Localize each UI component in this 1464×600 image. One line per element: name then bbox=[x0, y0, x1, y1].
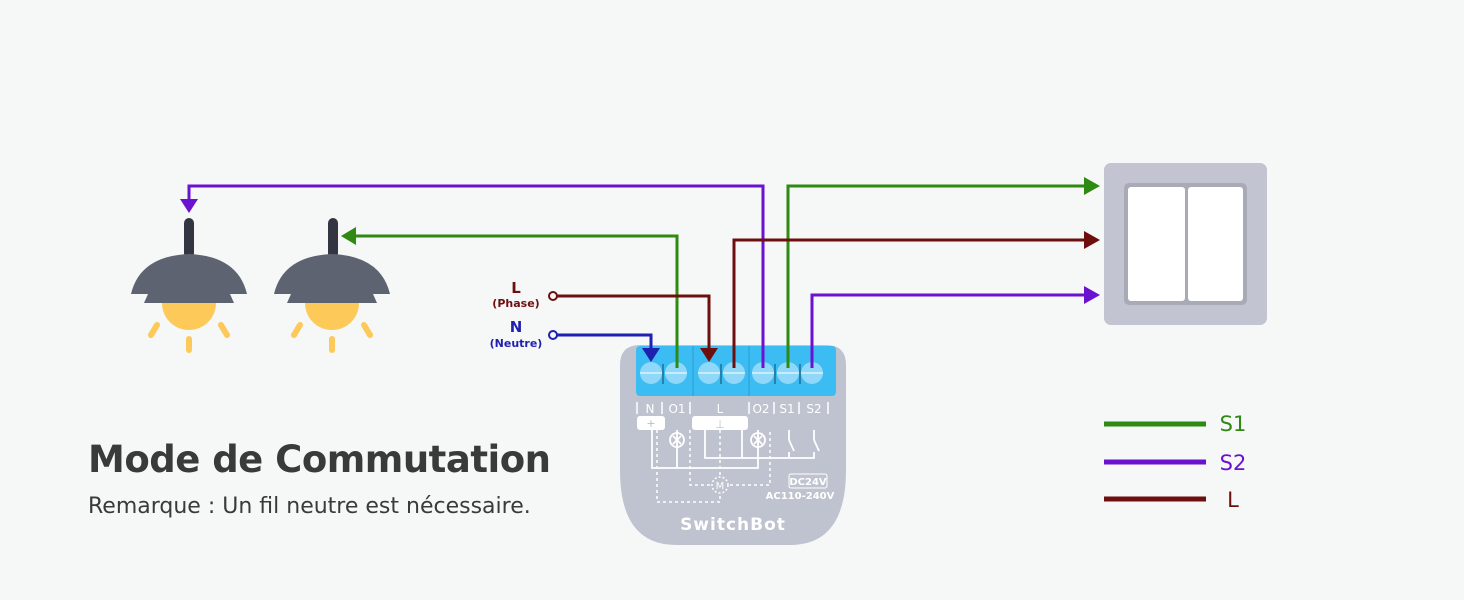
neutral-terminal-icon bbox=[548, 330, 558, 340]
internal-schematic bbox=[651, 430, 820, 469]
lamp-2-rays bbox=[291, 322, 373, 353]
legend-label-l: L bbox=[1227, 488, 1239, 512]
lamp-1-cord bbox=[184, 218, 194, 258]
switch-rocker-right bbox=[1188, 187, 1243, 301]
wire-s2-to-switch bbox=[810, 293, 1086, 368]
wire-neutral-input bbox=[557, 333, 653, 350]
terminal-label-o1: O1 bbox=[668, 402, 685, 416]
lamp-1-rays bbox=[148, 322, 230, 353]
arrow-switch-s1-icon bbox=[1084, 177, 1100, 195]
wire-phase-input bbox=[557, 294, 711, 350]
arrow-switch-l-icon bbox=[1084, 231, 1100, 249]
ac-label: AC110-240V bbox=[766, 491, 835, 502]
arrow-switch-s2-icon bbox=[1084, 286, 1100, 304]
lamp-1-bulb bbox=[162, 303, 216, 330]
arrow-lamp-1-icon bbox=[180, 199, 198, 213]
terminal-label-s1: S1 bbox=[779, 402, 794, 416]
legend: S1 S2 L bbox=[1104, 412, 1246, 512]
note-text: Remarque : Un fil neutre est nécessaire. bbox=[88, 494, 531, 519]
terminal-label-n: N bbox=[646, 402, 655, 416]
wire-o1-to-lamp-2 bbox=[355, 234, 679, 368]
lamp-1-shade bbox=[131, 254, 247, 303]
lamp-2-bulb bbox=[305, 303, 359, 330]
terminal-label-o2: O2 bbox=[752, 402, 769, 416]
lamp-2-cord bbox=[328, 218, 338, 258]
ground-symbol: ⊥ bbox=[715, 418, 725, 431]
dc-label: DC24V bbox=[789, 477, 827, 488]
phase-label: (Phase) bbox=[492, 297, 539, 310]
lamp-2 bbox=[274, 218, 390, 353]
neutral-label: (Neutre) bbox=[490, 337, 543, 350]
lamp-2-shade bbox=[274, 254, 390, 303]
arrow-neutral-icon bbox=[642, 348, 660, 362]
wire-o2-to-lamp-1 bbox=[187, 184, 765, 368]
phase-letter: L bbox=[511, 279, 521, 297]
neutral-letter: N bbox=[510, 318, 523, 336]
legend-label-s1: S1 bbox=[1220, 412, 1247, 436]
arrow-phase-icon bbox=[700, 348, 718, 362]
terminal-label-s2: S2 bbox=[806, 402, 821, 416]
brand-label: SwitchBot bbox=[680, 515, 786, 535]
page-title: Mode de Commutation bbox=[88, 438, 551, 481]
wall-switch bbox=[1104, 163, 1267, 325]
arrow-lamp-2-icon bbox=[341, 227, 356, 245]
terminal-label-l: L bbox=[717, 402, 724, 416]
phase-terminal-icon bbox=[548, 291, 558, 301]
motor-symbol: M bbox=[716, 481, 725, 492]
wire-l-to-switch bbox=[732, 238, 1086, 368]
legend-label-s2: S2 bbox=[1220, 451, 1247, 475]
wire-s1-to-switch bbox=[786, 184, 1086, 368]
plus-symbol: + bbox=[646, 417, 655, 430]
switchbot-module: N O1 L O2 S1 S2 + ⊥ M DC24V AC110-240V S… bbox=[620, 345, 846, 545]
switch-rocker-left bbox=[1128, 187, 1185, 301]
lamp-1 bbox=[131, 218, 247, 353]
